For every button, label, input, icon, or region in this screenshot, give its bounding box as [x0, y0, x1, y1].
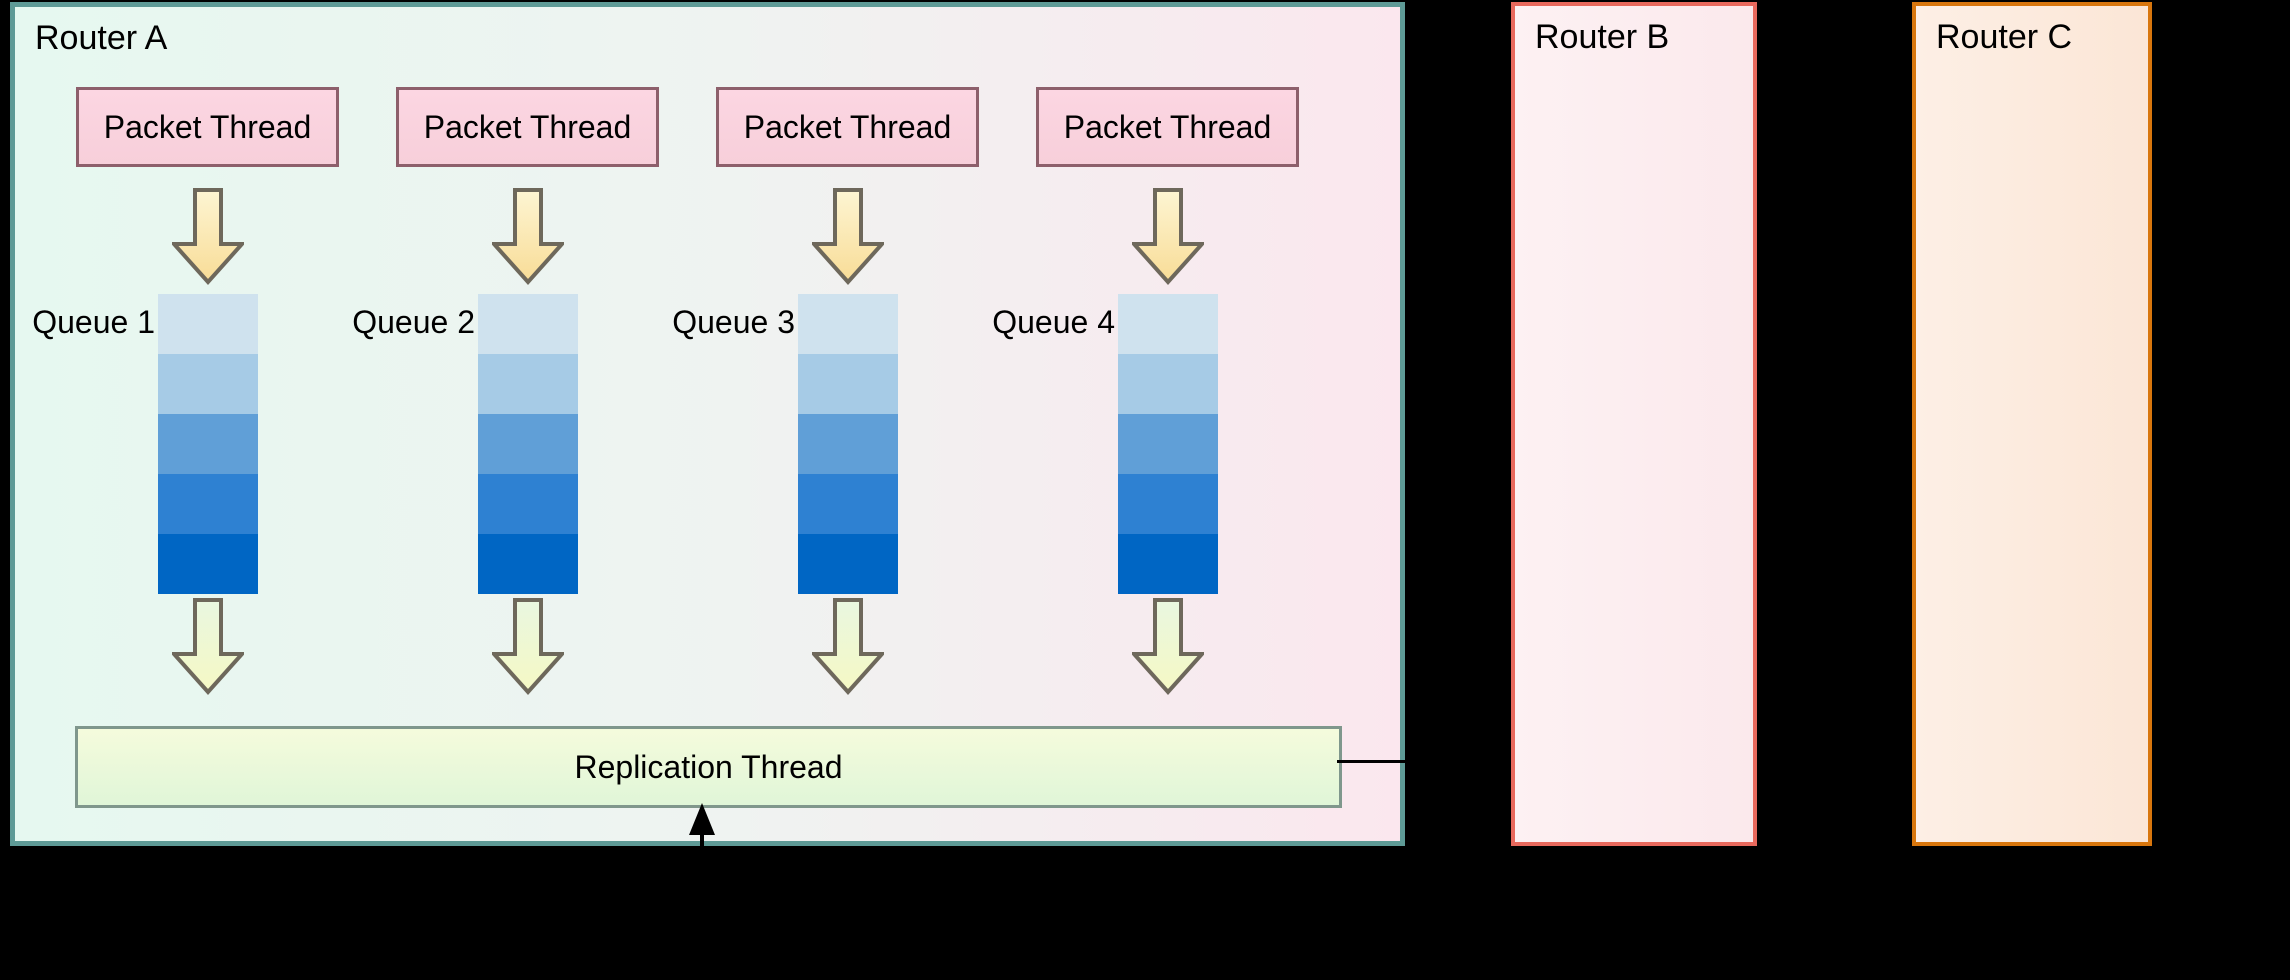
right-arrowhead-icon — [1903, 756, 1913, 768]
router-a-title: Router A — [35, 19, 168, 57]
queue-segment — [798, 294, 898, 354]
down-arrow-icon — [1132, 598, 1204, 695]
down-arrow-icon — [172, 598, 244, 695]
down-arrow-icon — [812, 188, 884, 285]
router-b-title: Router B — [1535, 18, 1670, 56]
packet-thread-label: Packet Thread — [103, 108, 312, 145]
queue-segment — [1118, 354, 1218, 414]
router-a-box: Router A Packet Thread Packet Thread Pac… — [10, 2, 1405, 846]
packet-thread-label: Packet Thread — [423, 108, 632, 145]
connector-line — [2152, 760, 2182, 763]
queue-segment — [478, 354, 578, 414]
queue-label: Queue 4 — [992, 304, 1115, 340]
packet-thread-box: Packet Thread — [1036, 87, 1299, 167]
packet-thread-box: Packet Thread — [396, 87, 659, 167]
replication-thread-label: Replication Thread — [574, 748, 843, 785]
queue-segment — [158, 354, 258, 414]
down-arrow-icon — [492, 188, 564, 285]
right-arrowhead-icon — [1502, 756, 1512, 768]
down-arrow-icon — [492, 598, 564, 695]
up-arrow-icon — [689, 803, 715, 883]
down-arrow-icon — [812, 598, 884, 695]
queue-stack — [1118, 294, 1218, 594]
queue-segment — [158, 534, 258, 594]
queue-segment — [478, 294, 578, 354]
queue-label: Queue 1 — [32, 304, 155, 340]
queue-segment — [1118, 534, 1218, 594]
packet-thread-box: Packet Thread — [716, 87, 979, 167]
queue-segment — [158, 294, 258, 354]
queue-segment — [478, 534, 578, 594]
queue-segment — [1118, 294, 1218, 354]
packet-thread-label: Packet Thread — [1063, 108, 1272, 145]
queue-segment — [478, 414, 578, 474]
down-arrow-icon — [1132, 188, 1204, 285]
queue-segment — [158, 414, 258, 474]
queue-segment — [478, 474, 578, 534]
down-arrow-icon — [172, 188, 244, 285]
queue-segment — [798, 474, 898, 534]
router-c-title: Router C — [1936, 18, 2073, 56]
packet-thread-box: Packet Thread — [76, 87, 339, 167]
queue-segment — [798, 414, 898, 474]
queue-segment — [798, 534, 898, 594]
router-c-box: Router C — [1912, 2, 2152, 846]
queue-stack — [478, 294, 578, 594]
queue-segment — [1118, 474, 1218, 534]
queue-label: Queue 3 — [672, 304, 795, 340]
packet-thread-label: Packet Thread — [743, 108, 952, 145]
queue-segment — [158, 474, 258, 534]
queue-label: Queue 2 — [352, 304, 475, 340]
replication-thread-box: Replication Thread — [75, 726, 1342, 808]
queue-stack — [158, 294, 258, 594]
router-b-box: Router B — [1511, 2, 1757, 846]
queue-segment — [1118, 414, 1218, 474]
queue-stack — [798, 294, 898, 594]
connector-line — [1337, 760, 1502, 763]
queue-segment — [798, 354, 898, 414]
connector-line — [1757, 760, 1903, 763]
